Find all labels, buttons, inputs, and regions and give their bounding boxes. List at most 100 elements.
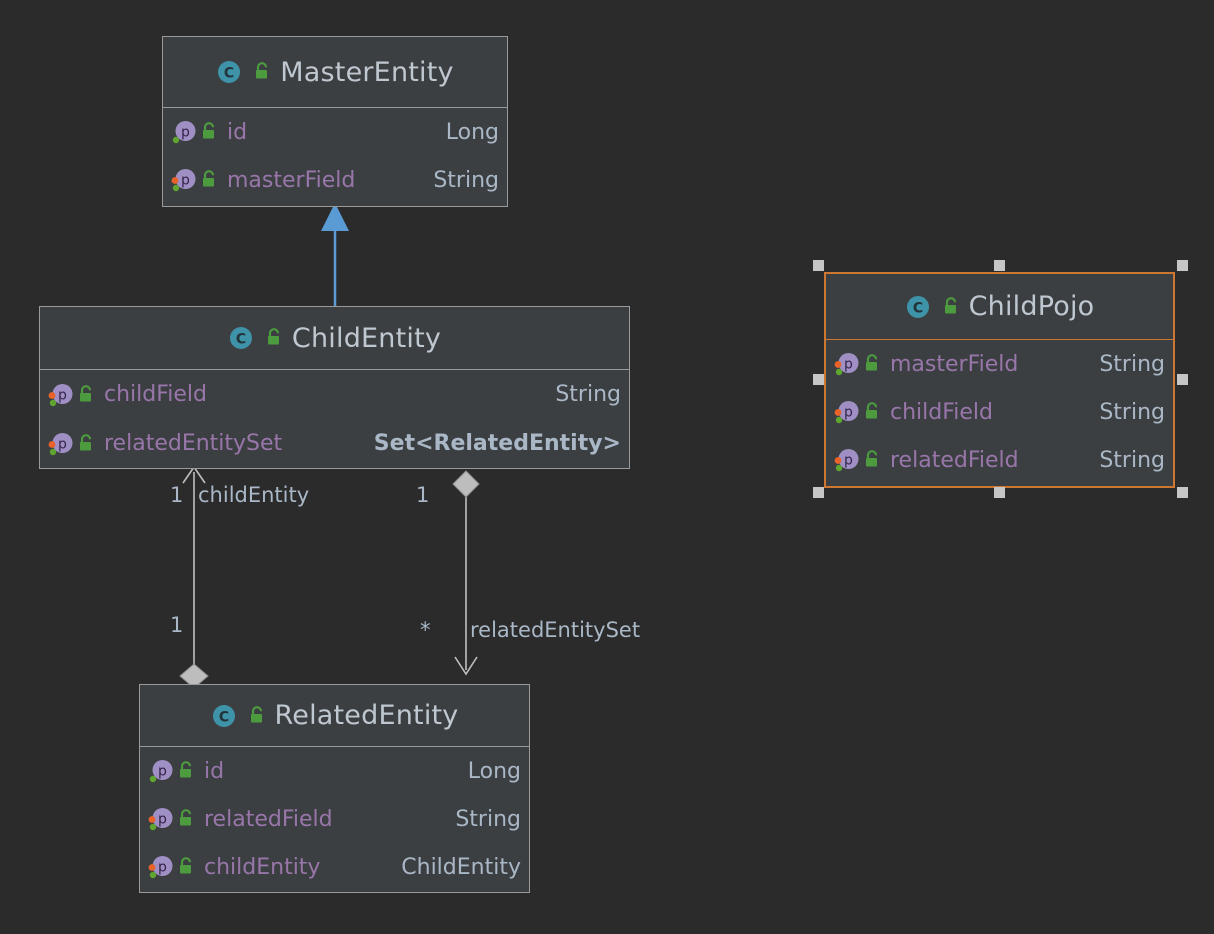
handle-top-center[interactable]	[994, 260, 1005, 271]
svg-text:p: p	[158, 860, 167, 876]
uml-class-related-entity[interactable]: C RelatedEntity p id Long p relatedField String…	[139, 684, 530, 893]
uml-class-master-entity[interactable]: C MasterEntity p id Long p masterField String	[162, 36, 508, 207]
field-name-label: id	[227, 119, 248, 145]
field-name-label: relatedField	[204, 806, 333, 832]
svg-text:C: C	[912, 300, 922, 316]
lock-open-icon	[862, 401, 882, 423]
field-row[interactable]: p masterField String	[826, 340, 1173, 388]
field-name-label: masterField	[227, 167, 356, 193]
field-row[interactable]: p childField String	[826, 388, 1173, 436]
property-icon: p	[834, 399, 860, 425]
field-type-label: String	[1099, 447, 1165, 473]
svg-text:p: p	[158, 764, 167, 780]
lock-open-icon	[76, 384, 96, 406]
field-name-label: childField	[890, 399, 994, 425]
field-row[interactable]: p relatedField String	[826, 436, 1173, 484]
property-icon: p	[48, 431, 74, 457]
handle-middle-left[interactable]	[813, 374, 824, 385]
class-header-child-entity[interactable]: C ChildEntity	[40, 307, 629, 370]
field-type-label: String	[1099, 399, 1165, 425]
handle-top-left[interactable]	[813, 260, 824, 271]
class-header-related-entity[interactable]: C RelatedEntity	[140, 685, 529, 747]
handle-top-right[interactable]	[1177, 260, 1188, 271]
property-icon: p	[48, 382, 74, 408]
class-icon: C	[905, 294, 931, 320]
label-right-multiplicity-top: 1	[416, 483, 430, 507]
svg-text:C: C	[224, 66, 234, 82]
field-row[interactable]: p id Long	[163, 108, 507, 156]
field-row[interactable]: p childEntity ChildEntity	[140, 843, 529, 891]
field-row[interactable]: p childField String	[40, 370, 629, 419]
property-icon: p	[171, 167, 197, 193]
class-icon: C	[211, 703, 237, 729]
svg-text:C: C	[236, 332, 246, 348]
field-type-label: Long	[445, 119, 499, 145]
field-type-label: String	[555, 382, 621, 407]
class-icon: C	[228, 325, 254, 351]
class-icon: C	[216, 59, 242, 85]
field-type-label: Long	[467, 758, 521, 784]
class-body-related-entity: p id Long p relatedField String p childEntity Ch…	[140, 747, 529, 891]
lock-open-icon	[176, 856, 196, 878]
label-left-multiplicity-top: 1	[170, 483, 184, 507]
lock-open-icon	[862, 449, 882, 471]
lock-open-icon	[199, 121, 219, 143]
svg-text:C: C	[218, 709, 228, 725]
lock-open-icon	[176, 760, 196, 782]
field-row[interactable]: p masterField String	[163, 156, 507, 204]
class-body-master-entity: p id Long p masterField String	[163, 108, 507, 204]
property-icon: p	[834, 447, 860, 473]
svg-text:p: p	[844, 405, 853, 421]
edge-inheritance-child-to-master	[321, 203, 349, 306]
property-icon: p	[834, 351, 860, 377]
edge-association-child-to-related	[452, 470, 480, 676]
lock-open-icon	[76, 433, 96, 455]
class-header-master-entity[interactable]: C MasterEntity	[163, 37, 507, 108]
property-icon: p	[148, 806, 174, 832]
handle-bottom-center[interactable]	[994, 487, 1005, 498]
svg-text:p: p	[181, 173, 190, 189]
field-name-label: masterField	[890, 351, 1019, 377]
field-row[interactable]: p relatedField String	[140, 795, 529, 843]
svg-text:p: p	[58, 387, 67, 403]
handle-middle-right[interactable]	[1177, 374, 1188, 385]
field-name-label: id	[204, 758, 225, 784]
class-name-label: ChildEntity	[291, 322, 442, 354]
lock-open-icon	[264, 327, 284, 349]
field-type-label: String	[433, 167, 499, 193]
handle-bottom-right[interactable]	[1177, 487, 1188, 498]
field-type-label: String	[455, 806, 521, 832]
svg-text:p: p	[158, 812, 167, 828]
field-type-label: String	[1099, 351, 1165, 377]
class-header-child-pojo[interactable]: C ChildPojo	[826, 274, 1173, 340]
label-right-role: relatedEntitySet	[470, 618, 641, 642]
svg-text:p: p	[844, 453, 853, 469]
class-name-label: MasterEntity	[280, 56, 454, 88]
label-left-role: childEntity	[198, 483, 310, 507]
lock-open-icon	[252, 61, 272, 83]
field-type-label: Set<RelatedEntity>	[373, 431, 621, 456]
property-icon: p	[148, 854, 174, 880]
class-name-label: RelatedEntity	[274, 700, 459, 731]
lock-open-icon	[199, 169, 219, 191]
field-name-label: relatedField	[890, 447, 1019, 473]
class-name-label: ChildPojo	[968, 291, 1095, 322]
svg-text:p: p	[844, 357, 853, 373]
lock-open-icon	[941, 296, 961, 318]
label-left-multiplicity-bottom: 1	[170, 613, 184, 637]
field-row[interactable]: p id Long	[140, 747, 529, 795]
handle-bottom-left[interactable]	[813, 487, 824, 498]
field-name-label: childEntity	[204, 854, 321, 880]
property-icon: p	[171, 119, 197, 145]
label-right-multiplicity-bottom: *	[420, 618, 431, 642]
property-icon: p	[148, 758, 174, 784]
lock-open-icon	[176, 808, 196, 830]
field-type-label: ChildEntity	[401, 854, 521, 880]
field-name-label: childField	[104, 382, 208, 407]
